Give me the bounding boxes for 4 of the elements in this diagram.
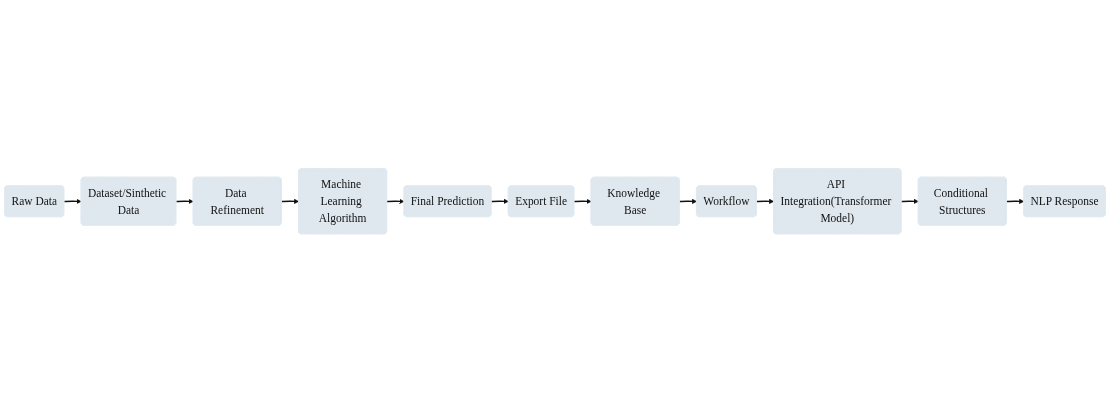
- arrow: [280, 199, 299, 205]
- arrow: [490, 199, 509, 205]
- arrow: [755, 199, 775, 205]
- arrow: [573, 199, 592, 205]
